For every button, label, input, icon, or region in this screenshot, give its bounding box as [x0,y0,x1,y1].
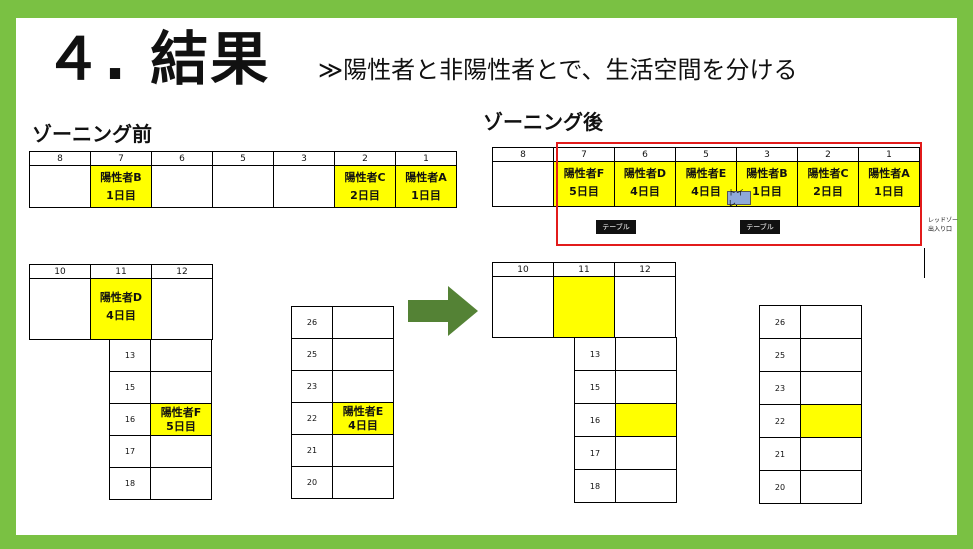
before-top-room-row: 陽性者B 1日目 陽性者C 2日目 陽性者A 1日目 [29,165,457,208]
room-number: 22 [291,402,333,435]
room-cell [212,165,274,208]
room-number: 10 [492,262,554,277]
after-heading: ゾーニング後 [483,110,603,134]
room-number: 16 [109,403,151,436]
room-number: 3 [273,151,335,166]
room-number: 18 [109,467,151,500]
room-cell [150,339,212,372]
room-cell [332,434,394,467]
room-cell [332,466,394,499]
room-cell [800,305,862,339]
room-number: 15 [574,370,616,404]
red-zone-outline [556,142,922,246]
room-cell [151,278,213,340]
room-number: 12 [614,262,676,277]
room-cell [29,278,91,340]
room-cell [150,371,212,404]
room-cell [615,436,677,470]
room-number: 17 [574,436,616,470]
room-number: 8 [492,147,554,162]
room-number: 15 [109,371,151,404]
room-cell [492,276,554,338]
after-top-room-row: 陽性者F 5日目 陽性者D 4日目 陽性者E 4日目 陽性者B 1日目 陽性者C… [492,161,920,207]
room-number: 21 [291,434,333,467]
before-mid-header-row: 10 11 12 [29,264,213,279]
patient-label: 陽性者B 1日目 [90,165,152,208]
patient-label: 陽性者C 2日目 [334,165,396,208]
before-top-header-row: 8 7 6 5 3 2 1 [29,151,457,166]
patient-label: 陽性者C 2日目 [797,161,859,207]
room-cell [273,165,335,208]
patient-label: 陽性者A 1日目 [858,161,920,207]
patient-room [615,403,677,437]
room-number: 11 [553,262,615,277]
room-cell [615,370,677,404]
patient-room [553,276,615,338]
room-number: 17 [109,435,151,468]
right-arrow-icon [408,286,478,336]
room-number: 26 [291,306,333,339]
room-number: 10 [29,264,91,279]
table-label: テーブル [740,220,780,234]
room-number: 2 [334,151,396,166]
room-cell [614,276,676,338]
room-cell [29,165,91,208]
room-cell [800,437,862,471]
room-cell [492,161,554,207]
before-mid-room-row: 陽性者D 4日目 [29,278,213,340]
after-mid-header-row: 10 11 12 [492,262,676,277]
table-label: テーブル [596,220,636,234]
patient-label: 陽性者D 4日目 [614,161,676,207]
room-cell [800,338,862,372]
room-number: 1 [395,151,457,166]
room-number: 20 [291,466,333,499]
room-cell [615,469,677,503]
room-cell [150,467,212,500]
room-cell [332,338,394,371]
room-cell [615,337,677,371]
room-number: 23 [291,370,333,403]
room-number: 26 [759,305,801,339]
room-number: 11 [90,264,152,279]
after-left-column: 13 15 16 17 18 [574,337,677,503]
room-number: 25 [291,338,333,371]
patient-label: 陽性者D 4日目 [90,278,152,340]
page-title: ４. 結果 [44,25,271,93]
before-heading: ゾーニング前 [32,122,152,146]
room-number: 6 [151,151,213,166]
room-number: 13 [574,337,616,371]
room-number: 23 [759,371,801,405]
room-cell [151,165,213,208]
room-number: 22 [759,404,801,438]
room-cell [332,306,394,339]
room-number: 21 [759,437,801,471]
room-cell [800,371,862,405]
patient-room [800,404,862,438]
after-mid-room-row [492,276,676,338]
room-number: 7 [90,151,152,166]
patient-label: 陽性者A 1日目 [395,165,457,208]
zone-divider-line [924,248,925,278]
red-zone-entrance-label: レッドゾー 出入り口 [928,217,959,233]
patient-label: 陽性者E 4日目 [675,161,737,207]
room-number: 5 [212,151,274,166]
after-right-column: 26 25 23 22 21 20 [759,305,862,504]
room-number: 12 [151,264,213,279]
page-subtitle: ≫陽性者と非陽性者とで、生活空間を分ける [318,56,798,84]
room-number: 8 [29,151,91,166]
room-number: 20 [759,470,801,504]
patient-label: 陽性者F 5日目 [150,403,212,436]
room-cell [332,370,394,403]
patient-label: 陽性者E 4日目 [332,402,394,435]
room-number: 13 [109,339,151,372]
room-cell [150,435,212,468]
toilet-label: トイレ [727,188,751,208]
room-number: 16 [574,403,616,437]
room-cell [800,470,862,504]
room-number: 25 [759,338,801,372]
room-number: 18 [574,469,616,503]
